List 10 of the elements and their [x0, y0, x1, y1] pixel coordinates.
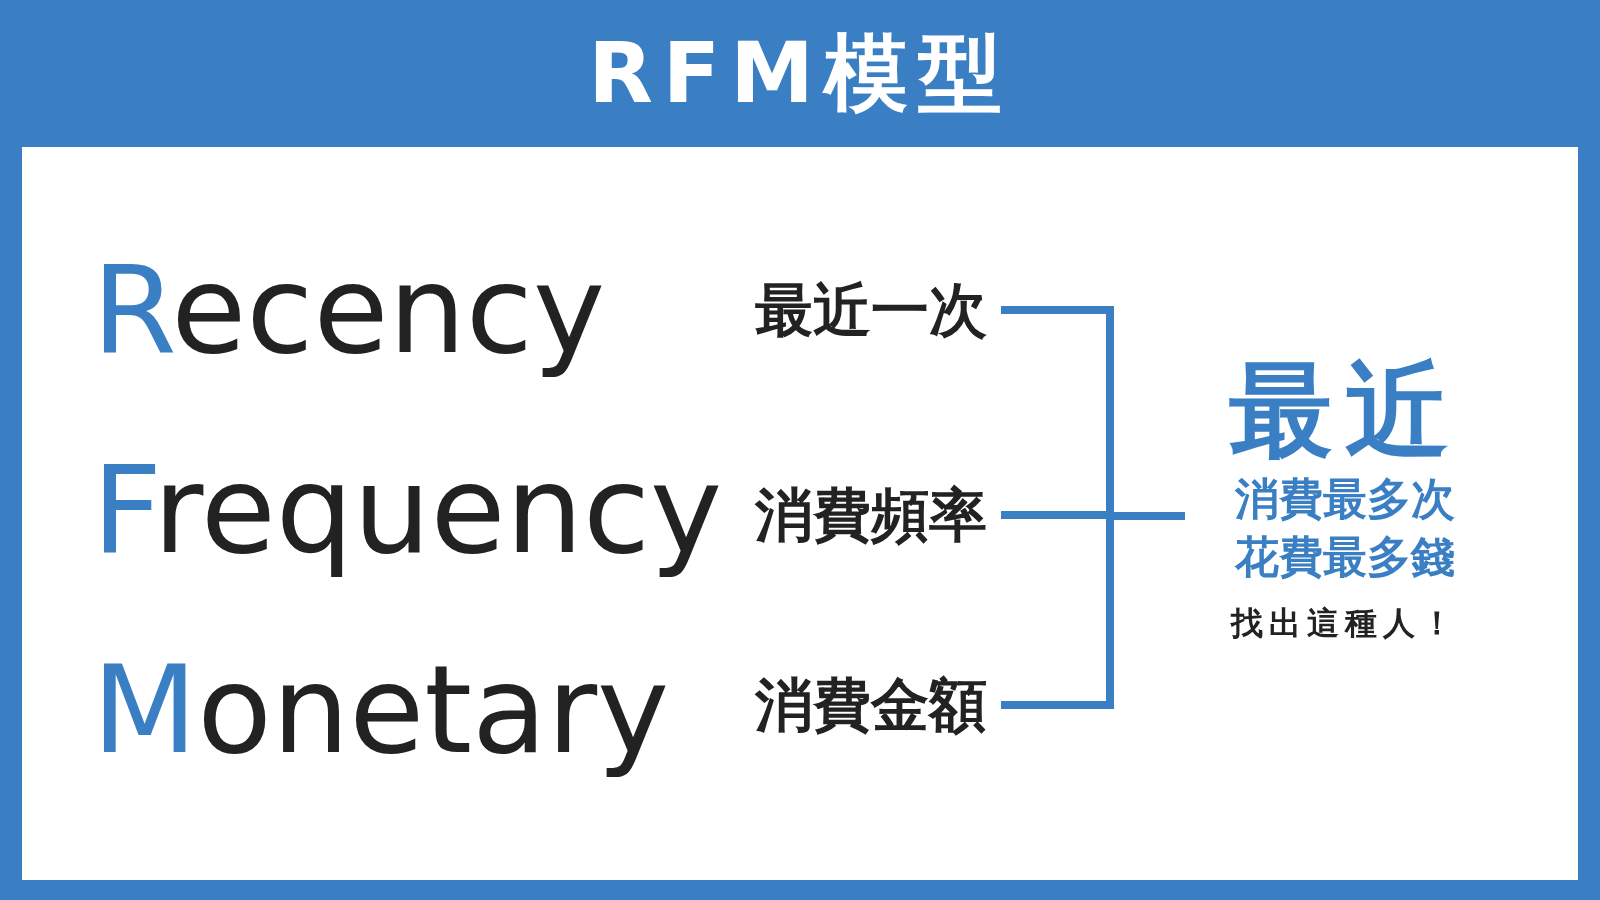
description: 消費最多次花費最多錢 [1233, 472, 1456, 584]
term-label: Frequency [92, 440, 723, 580]
headline: 最近 [1229, 350, 1461, 470]
node-label: 最近一次 [755, 275, 1001, 345]
node-label: 消費頻率 [755, 480, 1001, 550]
term-label: Recency [92, 240, 606, 380]
term-label: Monetary [92, 640, 670, 780]
call-to-action: 找出這種人！ [1229, 603, 1460, 644]
node-label: 消費金額 [755, 670, 1001, 740]
title: RFM模型 [587, 23, 1013, 124]
